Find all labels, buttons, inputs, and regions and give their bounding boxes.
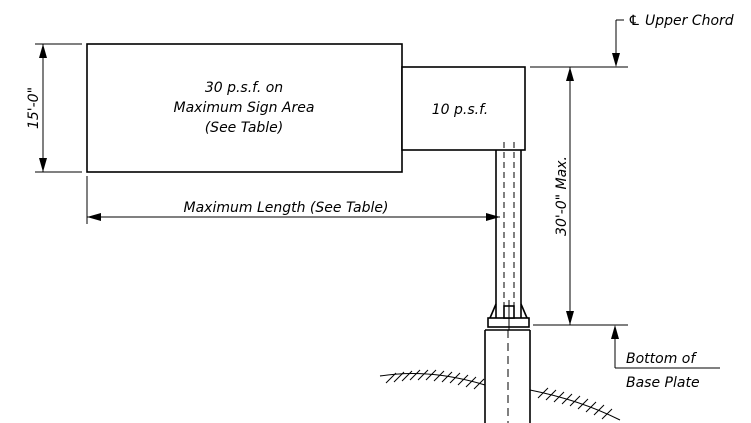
base-plate-label: Base Plate bbox=[626, 375, 700, 391]
dimension-max-height-label: 30'-0" Max. bbox=[554, 156, 570, 236]
ground-line bbox=[379, 369, 621, 421]
post bbox=[495, 142, 522, 318]
sign-label-line3: (See Table) bbox=[205, 120, 284, 136]
base-plate bbox=[487, 300, 530, 330]
end-panel-label: 10 p.s.f. bbox=[432, 102, 488, 118]
dimension-max-length bbox=[86, 176, 500, 224]
upper-chord-label: ℄ Upper Chord bbox=[628, 13, 734, 29]
base-plate-leader bbox=[611, 325, 720, 369]
bottom-of-label: Bottom of bbox=[626, 351, 697, 367]
dimension-sign-height bbox=[35, 43, 82, 173]
dimension-max-height bbox=[530, 66, 628, 326]
sign-label-line1: 30 p.s.f. on bbox=[205, 80, 283, 96]
upper-chord-leader bbox=[612, 19, 624, 67]
sign-label-line2: Maximum Sign Area bbox=[174, 100, 315, 116]
foundation bbox=[484, 329, 531, 423]
dimension-max-length-label: Maximum Length (See Table) bbox=[184, 200, 389, 216]
end-panel bbox=[401, 66, 526, 151]
sign-panel bbox=[86, 43, 403, 173]
dimension-sign-height-label: 15'-0" bbox=[26, 87, 42, 129]
